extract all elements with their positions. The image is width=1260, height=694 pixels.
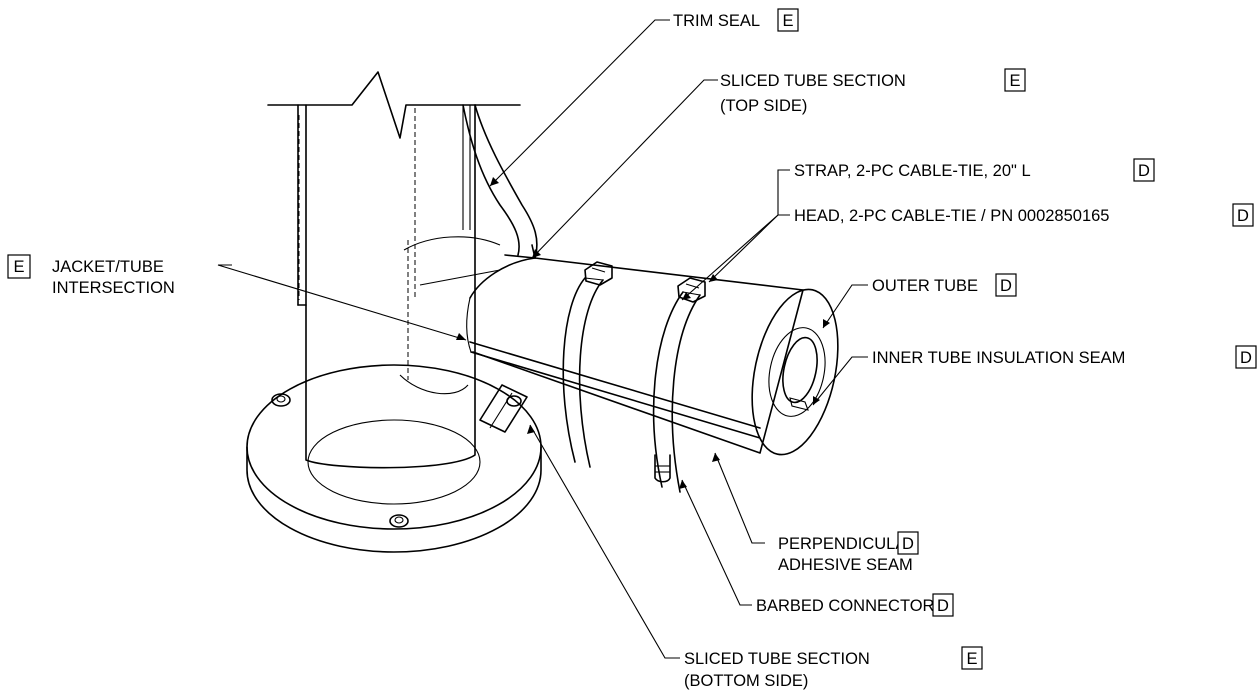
reference-box	[932, 593, 954, 617]
reference-code: E	[782, 12, 793, 30]
reference-box	[7, 254, 31, 279]
reference-box	[1232, 203, 1254, 227]
assembly-drawing	[246, 71, 839, 553]
callout-text: TRIM SEAL	[673, 12, 760, 30]
reference-box	[1004, 68, 1026, 92]
callout-text: INTERSECTION	[52, 279, 175, 297]
sliced-tube-bottom-flap	[479, 384, 528, 433]
callout-sliced-tube-top: SLICED TUBE SECTION (TOP SIDE) E	[720, 68, 1026, 115]
reference-code: E	[13, 258, 24, 276]
reference-code: E	[1009, 72, 1020, 90]
reference-code: D	[1138, 162, 1150, 180]
reference-box	[961, 646, 983, 670]
callout-head: HEAD, 2-PC CABLE-TIE / PN 0002850165 D	[794, 203, 1254, 227]
reference-box	[897, 531, 919, 555]
callout-inner-tube-seam: INNER TUBE INSULATION SEAM D	[872, 345, 1257, 369]
reference-code: E	[966, 650, 977, 668]
callout-text: (BOTTOM SIDE)	[684, 672, 808, 690]
callout-jacket-tube: E JACKET/TUBE INTERSECTION	[7, 254, 175, 297]
callout-text: SLICED TUBE SECTION	[720, 72, 906, 90]
reference-code: D	[937, 597, 949, 615]
callout-perpendicular-seam: PERPENDICULAR ADHESIVE SEAM D	[778, 531, 919, 574]
horizontal-tube	[466, 257, 804, 454]
callout-text: ADHESIVE SEAM	[778, 556, 913, 574]
callout-sliced-tube-bottom: SLICED TUBE SECTION (BOTTOM SIDE) E	[684, 646, 983, 690]
callout-text: STRAP, 2-PC CABLE-TIE, 20" L	[794, 162, 1031, 180]
callout-outer-tube: OUTER TUBE D	[872, 273, 1017, 297]
callout-barbed-connector: BARBED CONNECTOR D	[756, 593, 954, 617]
reference-box	[1235, 345, 1257, 369]
cable-tie-head	[677, 277, 706, 303]
callout-trim-seal: TRIM SEAL E	[673, 8, 799, 32]
base-flange	[246, 364, 542, 553]
callout-text: JACKET/TUBE	[52, 258, 164, 276]
flange-screw	[389, 514, 409, 528]
reference-code: D	[1000, 277, 1012, 295]
callout-text: BARBED CONNECTOR	[756, 597, 935, 615]
callout-strap: STRAP, 2-PC CABLE-TIE, 20" L D	[794, 158, 1155, 182]
reference-code: D	[902, 535, 914, 553]
leader-arrowheads	[456, 177, 830, 489]
flange-screw	[271, 393, 291, 407]
callout-text: (TOP SIDE)	[720, 97, 807, 115]
vertical-jacket	[267, 71, 521, 469]
tube-end	[751, 288, 839, 456]
reference-code: D	[1240, 349, 1252, 367]
reference-code: D	[1237, 207, 1249, 225]
reference-box	[995, 273, 1017, 297]
callout-text: SLICED TUBE SECTION	[684, 650, 870, 668]
callout-text: OUTER TUBE	[872, 277, 978, 295]
cable-tie-head	[584, 261, 613, 286]
callout-text: PERPENDICULAR	[778, 535, 918, 553]
reference-box	[1133, 158, 1155, 182]
barbed-connector	[654, 454, 671, 483]
cable-tie-strap	[652, 277, 706, 493]
leader-lines	[217, 19, 868, 659]
callout-text: HEAD, 2-PC CABLE-TIE / PN 0002850165	[794, 207, 1109, 225]
trim-seal	[462, 104, 538, 259]
callout-text: INNER TUBE INSULATION SEAM	[872, 349, 1125, 367]
reference-box	[777, 8, 799, 32]
cable-tie-strap	[562, 261, 613, 468]
